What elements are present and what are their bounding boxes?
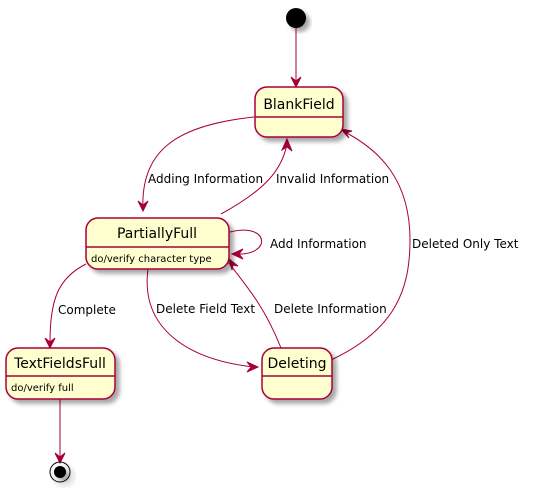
arrowhead bbox=[246, 361, 260, 373]
state-activity: do/verify full bbox=[11, 383, 74, 394]
arrowhead bbox=[290, 76, 302, 89]
edge-delete-field-text bbox=[146, 268, 255, 368]
state-activity: do/verify character type bbox=[91, 254, 212, 265]
arrowhead bbox=[339, 128, 353, 139]
label-adding-information: Adding Information bbox=[148, 172, 263, 186]
edge-complete bbox=[49, 263, 87, 343]
state-box bbox=[5, 347, 116, 400]
initial-state-dot bbox=[286, 8, 306, 28]
label-invalid-information: Invalid Information bbox=[276, 172, 389, 186]
state-blank-field: BlankField bbox=[254, 86, 344, 138]
label-complete: Complete bbox=[58, 303, 116, 317]
final-state bbox=[49, 461, 71, 483]
state-deleting: Deleting bbox=[261, 347, 333, 400]
state-title: BlankField bbox=[263, 97, 334, 113]
arrowhead bbox=[280, 137, 293, 152]
edge-invalid-information bbox=[220, 143, 288, 215]
arrowhead bbox=[230, 248, 244, 260]
label-deleted-only-text: Deleted Only Text bbox=[412, 237, 519, 251]
arrowhead bbox=[228, 257, 239, 271]
state-box bbox=[85, 217, 230, 270]
arrowhead bbox=[44, 337, 56, 350]
state-title: PartiallyFull bbox=[117, 226, 197, 242]
final-state-ring bbox=[49, 461, 71, 483]
transitions bbox=[44, 28, 411, 465]
label-delete-field-text: Delete Field Text bbox=[156, 302, 255, 316]
edge-delete-information bbox=[227, 261, 282, 349]
state-title: Deleting bbox=[267, 356, 326, 372]
label-add-information: Add Information bbox=[270, 237, 367, 251]
state-box bbox=[254, 86, 344, 138]
edge-add-information bbox=[229, 229, 263, 255]
label-delete-information: Delete Information bbox=[274, 302, 387, 316]
edge-deleted-only-text bbox=[330, 130, 411, 361]
arrowhead bbox=[137, 200, 149, 213]
state-partially-full: PartiallyFull do/verify character type bbox=[85, 217, 230, 270]
state-title: TextFieldsFull bbox=[13, 356, 106, 372]
state-text-fields-full: TextFieldsFull do/verify full bbox=[5, 347, 116, 400]
state-box bbox=[261, 347, 333, 400]
edge-adding-information bbox=[142, 116, 255, 211]
arrowhead bbox=[54, 452, 66, 465]
final-state-dot bbox=[54, 466, 66, 478]
